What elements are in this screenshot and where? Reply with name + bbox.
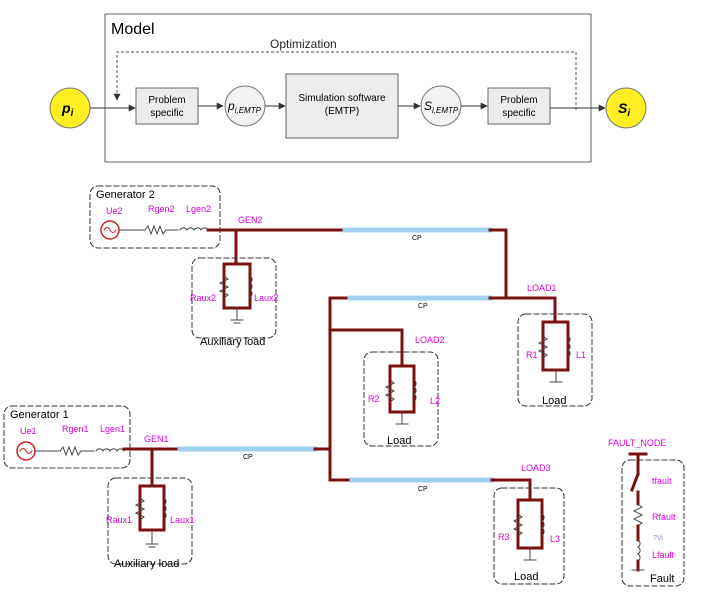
generator2-inductor-label: Lgen2 xyxy=(186,204,211,214)
aux2-resistor-icon xyxy=(218,275,230,299)
load2-frame xyxy=(363,351,439,447)
problem-specific-right-line2: specific xyxy=(502,108,535,119)
aux1-inductor-icon xyxy=(162,497,167,520)
simulation-line2: (EMTP) xyxy=(325,106,359,117)
load2-resistor-icon xyxy=(384,379,396,403)
problem-specific-right-line1: Problem xyxy=(500,95,537,106)
fault-node-label: FAULT_NODE xyxy=(608,438,666,448)
problem-specific-left-line2: specific xyxy=(150,108,183,119)
load2-inductor-icon xyxy=(412,379,417,402)
load3-title: Load xyxy=(514,571,538,583)
fault-switch-label: tfault xyxy=(652,476,672,486)
generator2-frame xyxy=(89,185,221,249)
p-emtp-label: pi,EMTP xyxy=(227,99,262,115)
cable-load2-load1-label: CP xyxy=(418,303,428,310)
generator2-source-label: Ue2 xyxy=(106,206,123,216)
generator1-resistor-label: Rgen1 xyxy=(62,424,89,434)
load1-resistor-icon xyxy=(537,335,549,359)
generator1-source-label: Ue1 xyxy=(20,426,37,436)
optimization-loop xyxy=(113,51,577,110)
gen2-node-label: GEN2 xyxy=(238,215,263,225)
load1-node-label: LOAD1 xyxy=(527,283,557,293)
generator1-sine xyxy=(19,448,33,454)
load1-inductor-icon xyxy=(566,335,571,358)
problem-specific-right xyxy=(487,87,551,125)
fault-inductor-icon xyxy=(636,539,641,562)
load3-inductor-label: L3 xyxy=(550,534,560,544)
load1-resistor-label: R1 xyxy=(526,350,538,360)
simulation-box xyxy=(285,73,399,139)
load1-frame xyxy=(517,313,593,407)
gen1-node-label: GEN1 xyxy=(144,434,169,444)
load1-title: Load xyxy=(542,395,566,407)
fault-frame xyxy=(621,459,685,587)
load3-inductor-icon xyxy=(540,513,545,536)
fault-resistor-label: Rfault xyxy=(652,512,676,522)
model-block: Model Optimization pi Problem specific p… xyxy=(49,13,647,163)
cable-gen2-load1-label: CP xyxy=(412,235,422,242)
aux1-resistor-icon xyxy=(134,497,146,521)
aux2-resistor-label: Raux2 xyxy=(190,293,216,303)
problem-specific-left xyxy=(135,87,199,125)
load3-frame xyxy=(493,487,565,585)
aux2-inductor-icon xyxy=(248,275,253,298)
model-title: Model xyxy=(111,21,155,38)
fault-switch-icon xyxy=(630,472,640,492)
cable-load3-label: CP xyxy=(418,486,428,493)
load3-resistor-icon xyxy=(512,513,524,537)
generator1-inductor-icon xyxy=(95,448,125,453)
aux1-resistor-label: Raux1 xyxy=(106,515,132,525)
generator1-frame xyxy=(3,405,131,469)
problem-specific-left-line1: Problem xyxy=(148,95,185,106)
generator1-inductor-label: Lgen1 xyxy=(100,424,125,434)
generator1-resistor-icon xyxy=(34,445,95,457)
load3-node-label: LOAD3 xyxy=(521,463,551,473)
simulation-line1: Simulation software xyxy=(298,93,386,104)
generator2-inductor-icon xyxy=(179,227,209,232)
aux1-inductor-label: Laux1 xyxy=(170,515,195,525)
optimization-label: Optimization xyxy=(270,37,337,51)
load1-inductor-label: L1 xyxy=(576,350,586,360)
aux-load2-frame xyxy=(191,257,277,339)
load2-title: Load xyxy=(387,435,411,447)
load2-resistor-label: R2 xyxy=(368,394,380,404)
fault-inductor-tag: ?Vi xyxy=(653,535,663,542)
fault-inductor-label: Lfault xyxy=(652,550,675,560)
output-label: Si xyxy=(618,100,630,119)
cable-gen1-label: CP xyxy=(243,454,253,461)
aux-load2-title: Auxiliary load xyxy=(200,336,265,348)
fault-title: Fault xyxy=(650,573,674,585)
circuit: Generator 2 Ue2 Rgen2 Lgen2 GEN2 Raux2 L… xyxy=(3,185,685,587)
generator2-sine xyxy=(103,227,117,233)
aux-load1-title: Auxiliary load xyxy=(114,558,179,570)
fault-resistor-icon xyxy=(632,503,644,527)
generator2-title: Generator 2 xyxy=(96,189,155,201)
input-label: pi xyxy=(61,100,74,119)
aux2-inductor-label: Laux2 xyxy=(254,293,279,303)
generator1-title: Generator 1 xyxy=(10,409,69,421)
s-emtp-label: Si,EMTP xyxy=(424,99,459,115)
output-node xyxy=(605,87,647,129)
load2-node-label: LOAD2 xyxy=(415,335,445,345)
generator2-resistor-label: Rgen2 xyxy=(148,204,175,214)
generator2-resistor-icon xyxy=(118,224,179,236)
load2-inductor-label: L2 xyxy=(430,396,440,406)
load3-resistor-label: R3 xyxy=(498,532,510,542)
aux-load1-frame xyxy=(107,477,193,565)
